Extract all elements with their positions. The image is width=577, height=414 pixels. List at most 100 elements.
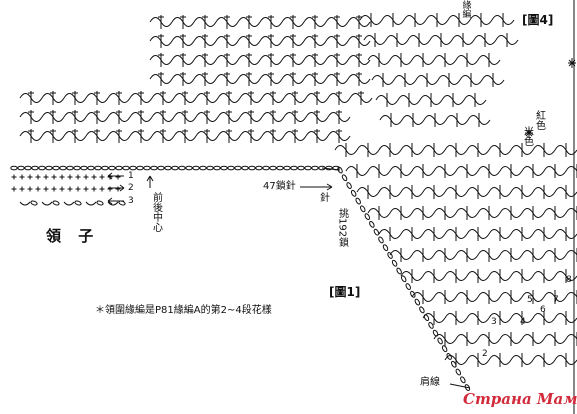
- mesh-arch: [565, 292, 577, 298]
- chain-stitch: [213, 165, 221, 171]
- site-watermark: Страна Мам: [463, 390, 577, 408]
- chain-stitch: [227, 165, 235, 171]
- chain-stitch: [52, 165, 60, 171]
- row-arrow-head: [119, 184, 125, 192]
- chain-stitch: [164, 165, 172, 171]
- chain-stitch: [428, 321, 434, 329]
- chain-stitch: [52, 200, 60, 206]
- chain-stitch: [129, 165, 137, 171]
- row-arrow-head: [107, 197, 113, 205]
- chain-stitch: [297, 165, 305, 171]
- chain-stitch: [446, 353, 452, 360]
- chain-stitch: [423, 314, 430, 322]
- chain-stitch: [304, 165, 312, 171]
- chain-47-label: 47鎖針: [263, 181, 296, 192]
- chain-stitch: [269, 165, 277, 171]
- chain-stitch: [178, 165, 186, 171]
- chain-stitch: [31, 165, 39, 171]
- mesh-arch: [565, 208, 577, 214]
- shoulder-arrow: [449, 383, 471, 389]
- mesh-arch: [565, 250, 577, 256]
- picot-arc: [85, 201, 97, 206]
- chain-stitch: [17, 165, 25, 171]
- chain-stitch: [30, 200, 38, 206]
- chain-stitch: [94, 165, 102, 171]
- diagonal-row-6: 6: [540, 305, 546, 315]
- chain-stitch: [87, 165, 95, 171]
- chain-stitch: [122, 165, 130, 171]
- chain-stitch: [373, 228, 380, 236]
- chain-stitch: [355, 197, 361, 205]
- diagonal-row-8: 8: [566, 275, 572, 285]
- chain-stitch: [405, 283, 411, 290]
- stitch-label: 針: [317, 192, 329, 202]
- chain-stitch: [45, 165, 53, 171]
- chain-stitch: [10, 165, 18, 171]
- chain-stitch: [157, 165, 165, 171]
- chain-stitch: [346, 182, 352, 189]
- chain-stitch: [185, 165, 193, 171]
- collar-row-3: 3: [128, 196, 134, 206]
- chain-stitch: [234, 165, 242, 171]
- chain-stitch: [283, 165, 291, 171]
- stitch-pattern: [10, 0, 577, 414]
- chain-stitch: [206, 165, 214, 171]
- chain-stitch: [24, 165, 32, 171]
- picot-arc: [107, 201, 119, 206]
- chain-stitch: [350, 189, 357, 197]
- chain-stitch: [341, 174, 348, 182]
- chain-stitch: [369, 220, 375, 228]
- chain-stitch: [115, 165, 123, 171]
- chain-stitch: [419, 306, 425, 314]
- chain-stitch: [38, 165, 46, 171]
- chain-stitch: [441, 345, 448, 353]
- chain-stitch: [108, 165, 116, 171]
- edging-note: ＊領圍緣編是P81緣編A的第2~4段花樣: [95, 305, 272, 316]
- chain-stitch: [220, 165, 228, 171]
- chain-stitch: [387, 252, 393, 259]
- diagonal-row-5: 5: [527, 295, 533, 305]
- chain-stitch: [337, 166, 343, 174]
- collar-title: 領 子: [46, 227, 100, 245]
- front-back-center-label: 前後中心: [150, 192, 162, 232]
- chain-stitch: [66, 165, 74, 171]
- chain-stitch: [414, 298, 421, 306]
- collar-row-2: 2: [128, 183, 134, 193]
- chain-stitch: [410, 290, 416, 298]
- chain-stitch: [437, 337, 443, 345]
- chain-stitch: [400, 275, 407, 283]
- mesh-arch: [565, 334, 577, 340]
- chain-stitch: [451, 360, 457, 368]
- chain-stitch: [364, 213, 371, 221]
- chain-stitch: [199, 165, 207, 171]
- figure-4-label: [圖4]: [522, 13, 554, 27]
- chain-stitch: [192, 165, 200, 171]
- chain-stitch: [241, 165, 249, 171]
- neckline-edge: [321, 167, 341, 171]
- shoulder-line-label: 肩線: [420, 377, 440, 388]
- chain-stitch: [96, 200, 104, 206]
- chain-stitch: [255, 165, 263, 171]
- chain-stitch: [101, 165, 109, 171]
- diagonal-row-7: 7: [553, 295, 559, 305]
- chain-stitch: [80, 165, 88, 171]
- chain-stitch: [73, 165, 81, 171]
- chain-stitch: [143, 165, 151, 171]
- chain-stitch: [59, 165, 67, 171]
- color-beige-label: 米色: [521, 126, 533, 146]
- arrow-head: [326, 183, 333, 191]
- chain-stitch: [378, 236, 384, 244]
- diagonal-row-4: 4: [520, 317, 526, 327]
- center-arrow: [146, 175, 154, 188]
- chain-stitch: [311, 165, 319, 171]
- chain-stitch: [290, 165, 298, 171]
- chain-stitch: [396, 267, 402, 275]
- asterisk-mark: [568, 58, 576, 68]
- chain-stitch: [360, 205, 366, 213]
- edging-top-label: 緣編: [460, 0, 471, 18]
- picot-arc: [19, 201, 31, 206]
- chain-stitch: [460, 376, 466, 384]
- chain-stitch: [248, 165, 256, 171]
- pick-192-label: 挑192鎖: [336, 208, 348, 248]
- asterisk-mark: [525, 128, 533, 138]
